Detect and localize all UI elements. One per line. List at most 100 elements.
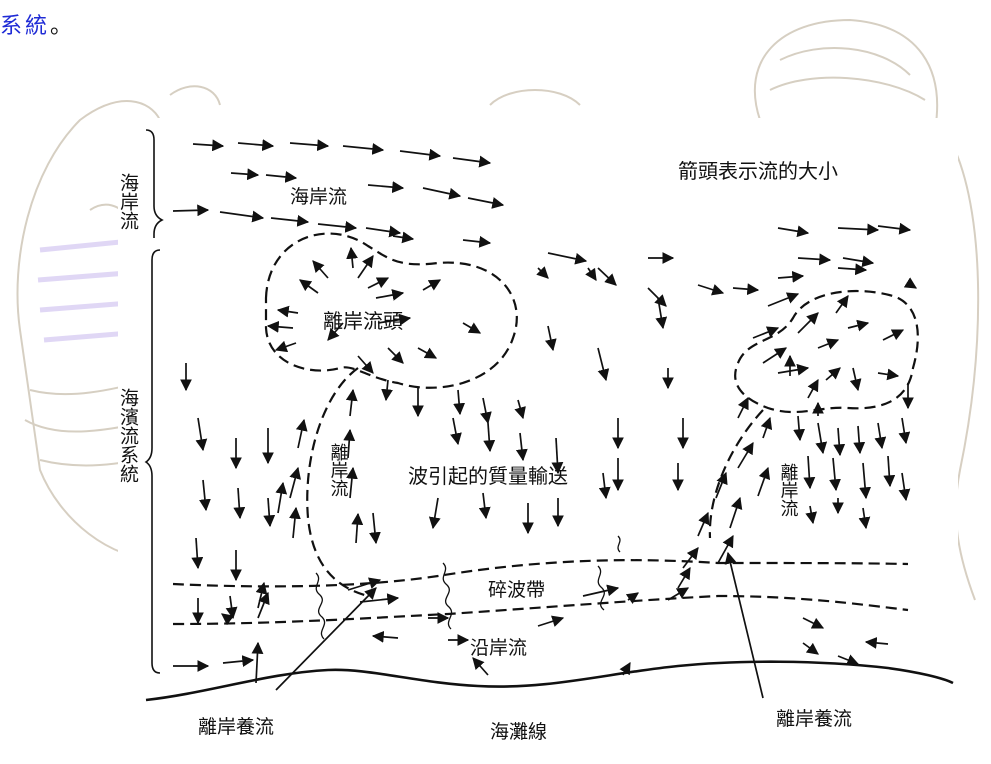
flow-arrow <box>417 347 438 359</box>
label-feeder-current-left: 離岸養流 <box>198 716 274 738</box>
flow-arrow <box>877 368 900 381</box>
flow-arrow <box>815 422 828 455</box>
flow-arrow <box>757 466 771 497</box>
label-rip-current-right: 離岸流 <box>778 463 799 517</box>
flow-arrow <box>270 214 310 227</box>
flow-arrow <box>515 432 528 462</box>
flow-arrow <box>837 654 860 666</box>
flow-arrow <box>377 313 412 326</box>
flow-arrow <box>453 389 466 416</box>
coastal-current-brace <box>145 129 164 238</box>
flow-arrow <box>199 479 211 512</box>
flow-arrow <box>829 457 841 492</box>
flow-arrow <box>299 279 319 294</box>
rip-head-left-outline <box>264 232 518 389</box>
flow-arrow <box>729 496 743 529</box>
flow-arrow <box>625 592 639 605</box>
flow-arrow <box>289 506 301 539</box>
label-surf-zone: 碎波帶 <box>488 579 545 601</box>
flow-arrow <box>842 255 875 268</box>
flow-arrow <box>777 270 805 283</box>
flow-arrow <box>717 534 734 564</box>
flow-arrow <box>655 297 668 330</box>
flow-arrow <box>276 305 299 318</box>
label-rip-current-left: 離岸流 <box>328 443 349 497</box>
surf-zone-inner-line <box>172 594 909 626</box>
heading-main: 系統 <box>0 14 51 39</box>
flow-arrow <box>478 492 491 520</box>
flow-arrow <box>874 422 887 450</box>
breaking-wave-squiggles <box>315 535 621 640</box>
label-shoreline: 海灘線 <box>490 721 547 743</box>
flow-arrow <box>289 139 330 152</box>
flow-arrow <box>898 417 911 445</box>
rip-channel-right <box>708 409 764 539</box>
flow-arrow <box>367 277 390 289</box>
rip-channel-left <box>306 367 369 598</box>
flow-arrow <box>317 220 358 233</box>
flow-arrow <box>192 139 225 152</box>
flow-arrow <box>767 292 800 307</box>
flow-arrow <box>835 295 849 314</box>
flow-arrow <box>222 655 255 667</box>
flow-arrow <box>172 204 210 217</box>
flow-arrow <box>802 617 825 629</box>
heading-text: 系統。 <box>0 8 75 40</box>
flow-arrow <box>342 143 385 155</box>
flow-arrow <box>833 427 846 457</box>
label-feeder-current-right: 離岸養流 <box>776 708 852 730</box>
flow-arrow <box>359 593 400 606</box>
flow-arrow <box>375 289 405 301</box>
flow-arrow <box>777 363 810 376</box>
flow-arrow <box>858 507 871 530</box>
flow-arrow <box>853 425 866 455</box>
flow-arrow <box>225 595 238 620</box>
flow-arrow <box>877 222 912 235</box>
flow-arrow <box>682 547 699 569</box>
flow-arrow <box>597 347 610 382</box>
nearshore-current-diagram: 海岸流 海濱流系統 箭頭表示流的大小 海岸流 離岸流頭 離岸流 離岸流 波引起的… <box>118 129 954 743</box>
flow-arrow <box>803 455 816 490</box>
flow-arrow <box>797 312 819 334</box>
flow-arrow <box>345 388 358 417</box>
label-coastal-current: 海岸流 <box>290 186 347 208</box>
flow-arrow <box>295 418 308 449</box>
flow-arrow <box>762 347 787 364</box>
flow-arrow <box>544 325 557 352</box>
legend-note: 箭頭表示流的大小 <box>678 159 838 183</box>
flow-arrow <box>847 319 870 332</box>
flow-arrow <box>233 487 246 520</box>
flow-arrow <box>275 481 288 514</box>
label-longshore-current: 沿岸流 <box>470 637 527 659</box>
label-mass-transport: 波引起的質量輸送 <box>408 464 568 488</box>
flow-arrow <box>837 223 880 236</box>
flow-arrow <box>422 279 442 291</box>
flow-arrow <box>797 253 832 266</box>
flow-arrow <box>802 642 819 655</box>
flow-arrow <box>483 422 496 453</box>
flow-arrow <box>864 637 889 649</box>
flow-arrow <box>817 338 840 350</box>
flow-arrow <box>536 266 549 279</box>
flow-arrow <box>724 551 764 699</box>
flow-arrow <box>195 417 208 452</box>
side-label-coastal-current: 海岸流 <box>118 173 139 230</box>
flow-arrow <box>346 466 358 499</box>
rip-current-figure: 海岸流 海濱流系統 箭頭表示流的大小 海岸流 離岸流頭 離岸流 離岸流 波引起的… <box>118 118 958 750</box>
surf-zone-outer-line <box>172 559 909 588</box>
flow-arrow <box>837 263 868 276</box>
flow-arrow <box>585 267 597 281</box>
flow-arrow <box>347 577 382 591</box>
flow-arrow <box>230 168 260 181</box>
flow-arrow <box>859 462 872 500</box>
flow-arrow <box>274 340 297 353</box>
flow-arrow <box>357 355 374 374</box>
flow-arrow <box>472 657 489 676</box>
flow-arrow <box>371 630 399 643</box>
flow-arrow <box>737 441 754 469</box>
flow-arrow <box>266 320 294 333</box>
flow-arrow <box>805 505 817 525</box>
flow-arrow <box>551 437 564 475</box>
current-arrows <box>172 139 918 699</box>
flow-arrow <box>381 379 393 402</box>
